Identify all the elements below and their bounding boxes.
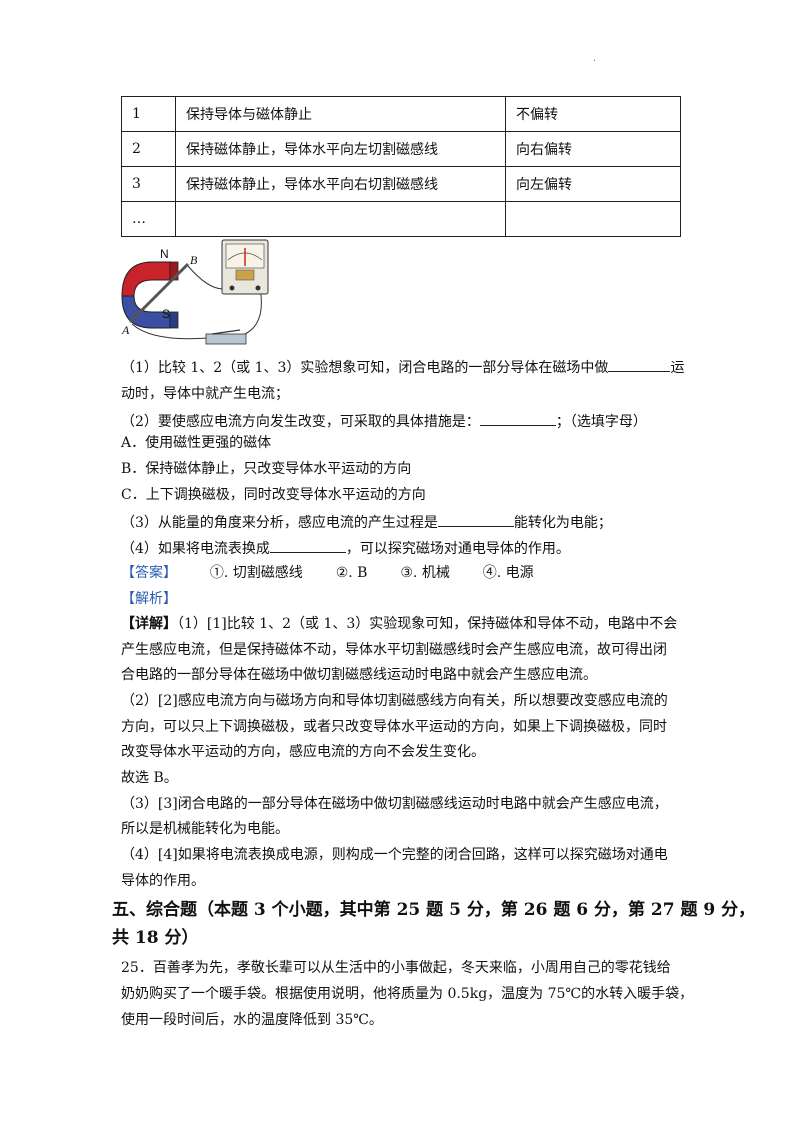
q1-line-2: 动时，导体中就产生电流；	[121, 386, 289, 402]
table-cell-result: 不偏转	[505, 96, 681, 132]
table-cell-no: 3	[121, 166, 176, 202]
q25-line-3: 使用一段时间后，水的温度降低到 35℃。	[121, 1012, 383, 1028]
answer-4: ④. 电源	[482, 565, 534, 581]
label-b: B	[190, 253, 198, 267]
switch	[205, 333, 247, 345]
answer-blank-4[interactable]	[269, 537, 346, 553]
table-cell-no: 2	[121, 131, 176, 167]
conductor-rod	[128, 262, 190, 324]
q3-line: （3）从能量的角度来分析，感应电流的产生过程是能转化为电能；	[121, 511, 612, 533]
detail-line-10: （4）[4]如果将电流表换成电源，则构成一个完整的闭合回路，这样可以探究磁场对通…	[121, 847, 668, 863]
detail-line-6: 改变导体水平运动的方向，感应电流的方向不会发生变化。	[121, 744, 485, 760]
detail-line-3: 合电路的一部分导体在磁场中做切割磁感线运动时电路中就会产生感应电流。	[121, 667, 597, 683]
table-cell-operation: 保持磁体静止，导体水平向右切割磁感线	[175, 166, 506, 202]
detail-line-8: （3）[3]闭合电路的一部分导体在磁场中做切割磁感线运动时电路中就会产生感应电流…	[121, 796, 668, 812]
label-a: A	[121, 323, 130, 337]
q2-line: （2）要使感应电流方向发生改变，可采取的具体措施是：；（选填字母）	[121, 410, 647, 432]
detail-line-4: （2）[2]感应电流方向与磁场方向和导体切割磁感线方向有关，所以想要改变感应电流…	[121, 693, 668, 709]
label-s: S	[162, 307, 170, 321]
option-b: B．保持磁体静止，只改变导体水平运动的方向	[121, 461, 412, 477]
answer-line: 【答案】 ①. 切割磁感线 ②. B ③. 机械 ④. 电源	[121, 563, 534, 583]
detail-tag: 【详解】	[121, 616, 177, 632]
option-c: C．上下调换磁极，同时改变导体水平运动的方向	[121, 487, 426, 503]
answer-1: ①. 切割磁感线	[209, 565, 303, 581]
table-row: 3 保持磁体静止，导体水平向右切割磁感线 向左偏转	[121, 166, 681, 202]
table-row: 1 保持导体与磁体静止 不偏转	[121, 96, 681, 132]
answer-2: ②. B	[335, 565, 368, 581]
q25-line-1: 25．百善孝为先，孝敬长辈可以从生活中的小事做起，冬天来临，小周用自己的零花钱给	[121, 960, 671, 976]
detail-line-1: 【详解】（1）[1]比较 1、2（或 1、3）实验现象可知，保持磁体和导体不动，…	[121, 616, 678, 632]
label-n: N	[160, 247, 169, 261]
detail-line-9: 所以是机械能转化为电能。	[121, 821, 289, 837]
section-heading-2: 共 18 分）	[112, 928, 199, 948]
detail-line-7: 故选 B。	[121, 770, 178, 786]
analysis-tag: 【解析】	[121, 591, 177, 607]
table-cell-operation: 保持磁体静止，导体水平向左切割磁感线	[175, 131, 506, 167]
answer-blank-2[interactable]	[479, 410, 556, 426]
q1-line-1: （1）比较 1、2（或 1、3）实验想象可知，闭合电路的一部分导体在磁场中做运	[121, 356, 684, 378]
wire-left	[131, 323, 209, 340]
table-cell-operation	[175, 201, 506, 237]
q25-line-2: 奶奶购买了一个暖手袋。根据使用说明，他将质量为 0.5kg，温度为 75℃的水转…	[121, 986, 694, 1002]
experiment-table: 1 保持导体与磁体静止 不偏转 2 保持磁体静止，导体水平向左切割磁感线 向右偏…	[121, 96, 681, 237]
option-a: A．使用磁性更强的磁体	[121, 435, 272, 451]
magnet-pole-south	[169, 311, 179, 329]
table-cell-result: 向左偏转	[505, 166, 681, 202]
table-cell-no: …	[121, 201, 176, 237]
answer-tag: 【答案】	[121, 565, 177, 581]
answer-3: ③. 机械	[400, 565, 450, 581]
table-cell-result	[505, 201, 681, 237]
detail-line-11: 导体的作用。	[121, 873, 205, 889]
detail-line-2: 产生感应电流，但是保持磁体不动，导体水平切割磁感线时会产生感应电流，故可得出闭	[121, 642, 667, 658]
answer-blank-1[interactable]	[608, 356, 671, 372]
detail-line-5: 方向，可以只上下调换磁极，或者只改变导体水平运动的方向，如果上下调换磁极，同时	[121, 719, 667, 735]
experiment-figure: N S A B	[121, 239, 269, 345]
table-cell-result: 向右偏转	[505, 131, 681, 167]
corner-mark: ·	[593, 56, 597, 67]
q4-line: （4）如果将电流表换成，可以探究磁场对通电导体的作用。	[121, 537, 570, 559]
section-heading-1: 五、综合题（本题 3 个小题，其中第 25 题 5 分，第 26 题 6 分，第…	[112, 900, 756, 920]
table-cell-operation: 保持导体与磁体静止	[175, 96, 506, 132]
answer-blank-3[interactable]	[437, 511, 514, 527]
table-row: …	[121, 201, 681, 237]
table-cell-no: 1	[121, 96, 176, 132]
table-row: 2 保持磁体静止，导体水平向左切割磁感线 向右偏转	[121, 131, 681, 167]
